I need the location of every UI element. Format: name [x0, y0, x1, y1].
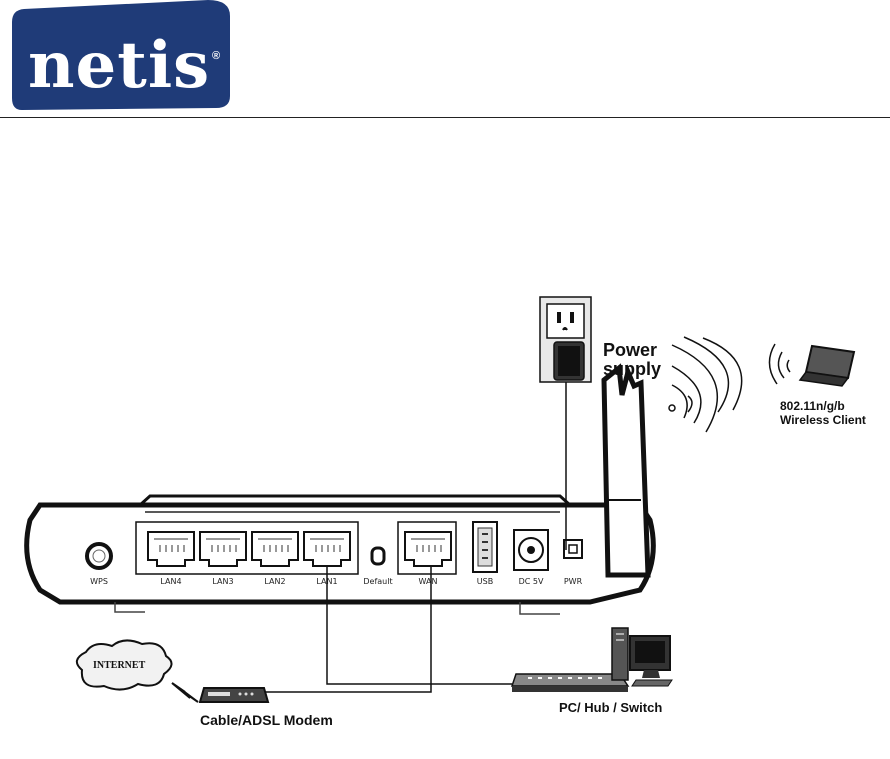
wifi-waves-icon [669, 337, 742, 432]
lan4-port [148, 532, 194, 566]
antenna [604, 368, 648, 575]
port-label-dc5v: DC 5V [512, 577, 550, 586]
port-label-pwr: PWR [559, 577, 587, 586]
internet-label: INTERNET [93, 660, 145, 671]
switch-icon [512, 674, 628, 692]
pc-icon [612, 628, 672, 686]
lan3-port [200, 532, 246, 566]
laptop-wifi-waves-icon [769, 344, 790, 384]
port-label-lan3: LAN3 [208, 577, 238, 586]
power-supply-label-line2: supply [603, 360, 661, 378]
port-label-default: Default [356, 577, 400, 586]
port-label-usb: USB [473, 577, 497, 586]
power-supply-label-line1: Power [603, 341, 657, 359]
wireless-client-label-line2: Wireless Client [780, 414, 866, 427]
modem-icon [200, 688, 268, 702]
lan1-port [304, 532, 350, 566]
port-label-wps: WPS [87, 577, 111, 586]
wan-port [405, 532, 451, 566]
port-label-lan2: LAN2 [260, 577, 290, 586]
switch-label: PC/ Hub / Switch [559, 700, 662, 715]
usb-port [473, 522, 497, 572]
port-label-lan4: LAN4 [156, 577, 186, 586]
port-label-lan1: LAN1 [312, 577, 342, 586]
modem-label: Cable/ADSL Modem [200, 712, 333, 728]
default-button [372, 548, 384, 564]
wps-button [87, 544, 111, 568]
dc5v-jack [514, 530, 548, 570]
port-label-wan: WAN [413, 577, 443, 586]
laptop-icon [800, 346, 854, 386]
lightning-icon [172, 683, 198, 702]
power-adapter-icon [554, 342, 584, 380]
lan2-port [252, 532, 298, 566]
wireless-client-label-line1: 802.11n/g/b [780, 400, 845, 413]
